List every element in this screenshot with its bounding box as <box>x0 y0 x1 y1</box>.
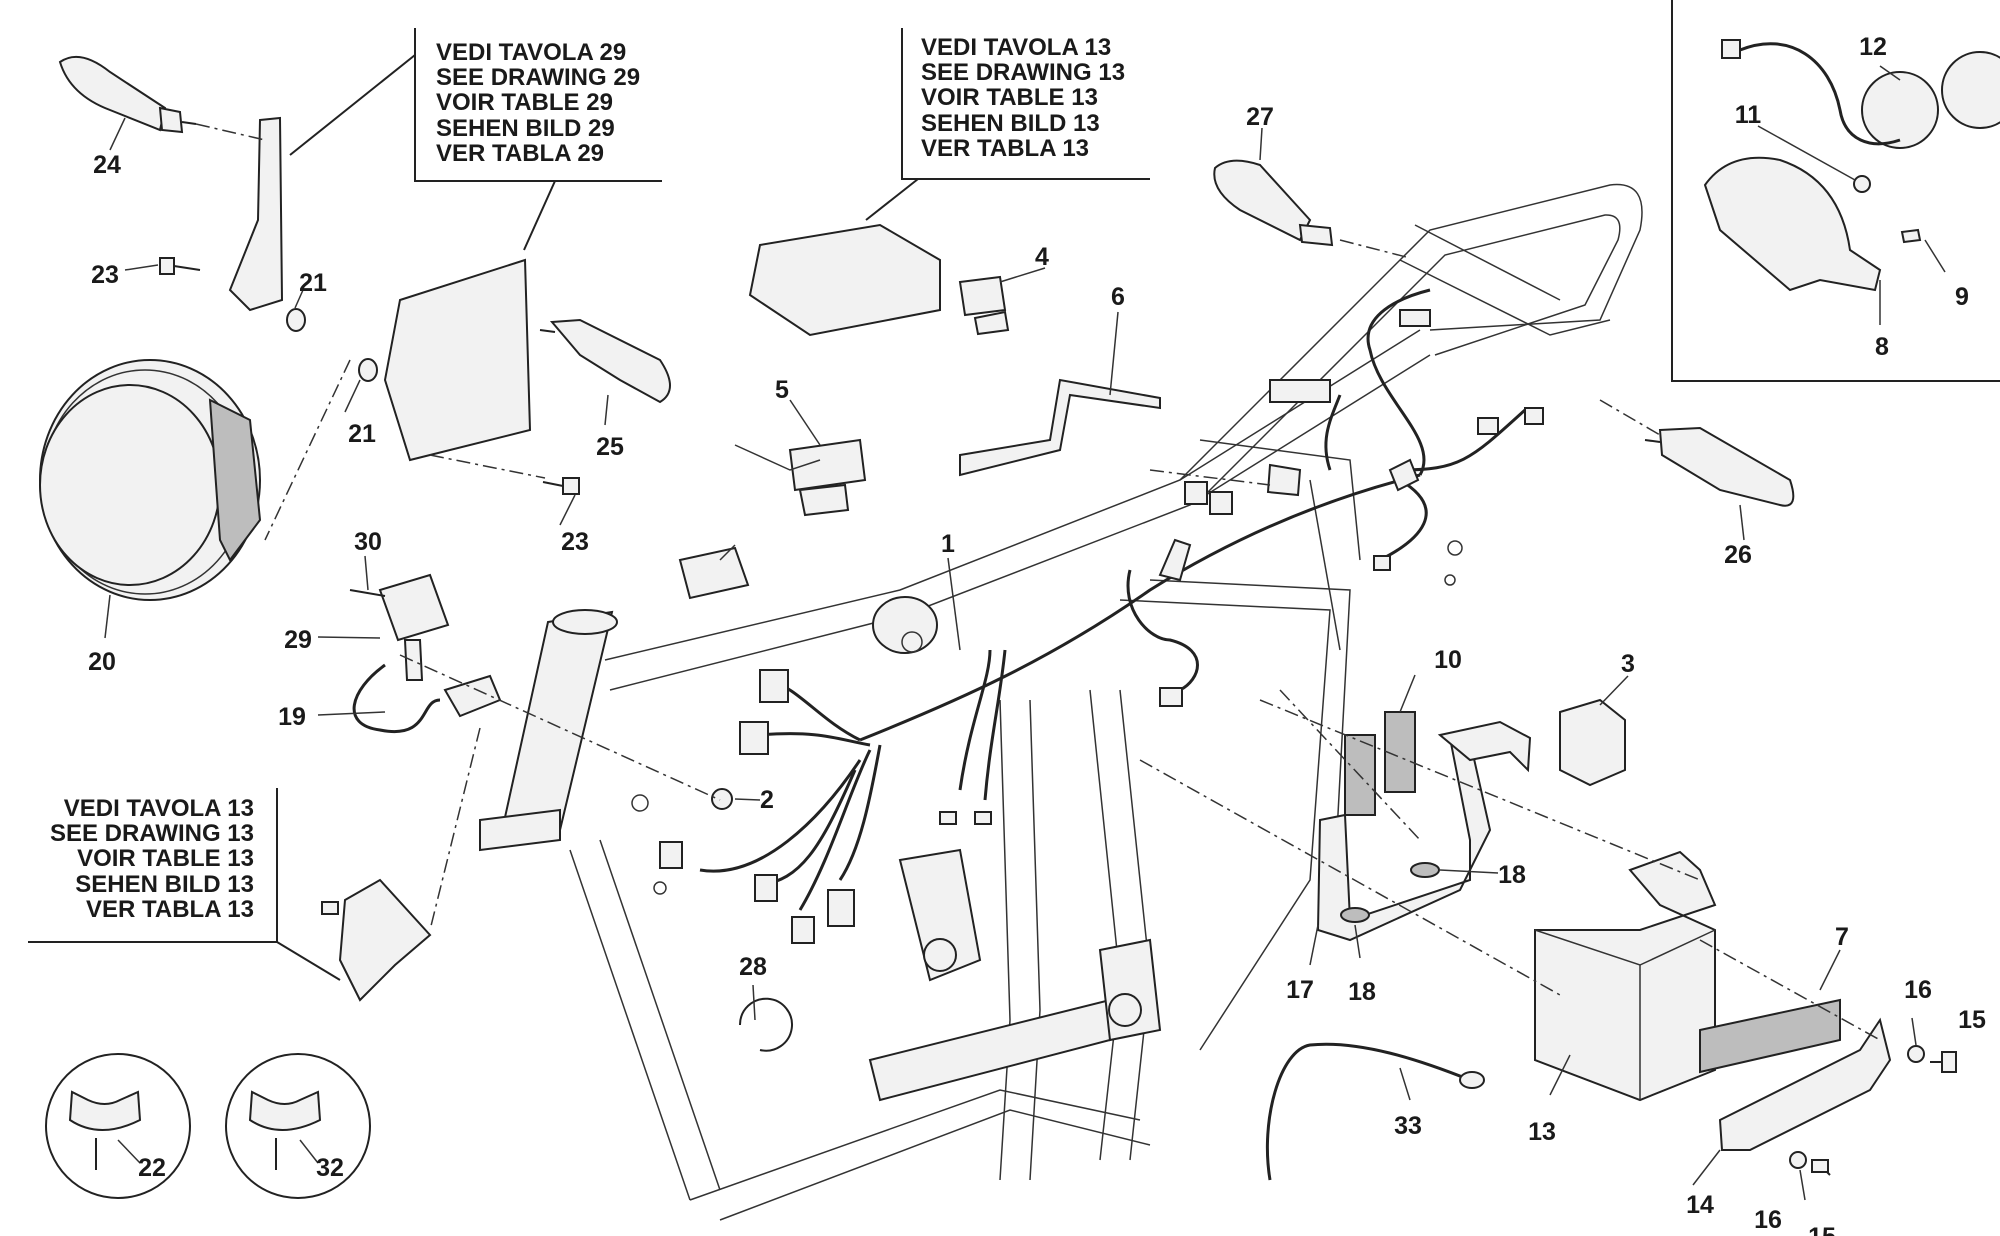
sensor-screw <box>321 901 339 915</box>
assembly-axis-lines <box>195 123 1881 1041</box>
callout-18a: 18 <box>1498 861 1526 889</box>
callout-9: 9 <box>1955 283 1969 311</box>
callout-15a: 15 <box>1958 1006 1986 1034</box>
callout-8: 8 <box>1875 333 1889 361</box>
note-13b-line-2: SEE DRAWING 13 <box>50 820 254 847</box>
relay-4 <box>958 275 1010 336</box>
battery-13 <box>1534 850 1717 1102</box>
ground-cable-33 <box>1265 1042 1471 1181</box>
inset-panel-frame <box>1671 0 2000 382</box>
turn-signal-25 <box>539 318 671 404</box>
rubber-pad-18a <box>1410 862 1440 878</box>
battery-bracket-14 <box>1718 1017 1892 1151</box>
clip-22-detail <box>45 1053 191 1199</box>
turn-signal-27 <box>1213 159 1334 247</box>
note-box-drawing-13-top: VEDI TAVOLA 13 SEE DRAWING 13 VOIR TABLE… <box>865 28 1150 221</box>
pad-10b <box>1384 711 1416 793</box>
callout-20: 20 <box>88 648 116 676</box>
note-13a-line-1: VEDI TAVOLA 13 <box>921 34 1111 61</box>
callout-5: 5 <box>775 376 789 404</box>
motorcycle-frame <box>479 183 1643 1221</box>
washer-21b <box>358 358 378 382</box>
callout-17: 17 <box>1286 976 1314 1004</box>
callout-32: 32 <box>316 1154 344 1182</box>
callout-2: 2 <box>760 786 774 814</box>
note-13b-line-3: VOIR TABLE 13 <box>77 845 254 872</box>
callout-13: 13 <box>1528 1118 1556 1146</box>
turn-signal-26 <box>1644 426 1795 507</box>
callout-4: 4 <box>1035 243 1049 271</box>
headlight-bracket-right <box>383 258 532 462</box>
tail-light-inset <box>1703 39 2000 292</box>
callout-16b: 16 <box>1754 1206 1782 1234</box>
callout-labels: 1 2 3 4 5 6 7 8 9 10 11 12 13 14 15 15 1… <box>88 33 1986 1236</box>
nut-2 <box>711 788 733 810</box>
callout-18b: 18 <box>1348 978 1376 1006</box>
callout-21b: 21 <box>348 420 376 448</box>
callout-1: 1 <box>941 530 955 558</box>
clip-32-detail <box>225 1053 371 1199</box>
callout-10: 10 <box>1434 646 1462 674</box>
ground-cable-terminal <box>1459 1071 1485 1089</box>
headlight-bracket-left <box>228 116 284 312</box>
note-box-drawing-13-left: VEDI TAVOLA 13 SEE DRAWING 13 VOIR TABLE… <box>28 788 341 981</box>
callout-14: 14 <box>1686 1191 1714 1219</box>
screw-15a <box>1930 1051 1957 1073</box>
washer-21a <box>286 308 306 332</box>
turn-signal-24 <box>58 55 197 134</box>
note-29-line-4: SEHEN BILD 29 <box>436 115 615 142</box>
callout-30: 30 <box>354 528 382 556</box>
ignition-coil-29 <box>349 573 502 734</box>
screw-15b <box>1811 1159 1831 1176</box>
bracket-6 <box>959 378 1161 477</box>
callout-19: 19 <box>278 703 306 731</box>
callout-15b: 15 <box>1808 1223 1836 1236</box>
callout-29: 29 <box>284 626 312 654</box>
callout-7: 7 <box>1835 923 1849 951</box>
pad-7 <box>1699 998 1841 1074</box>
regulator-3 <box>1559 698 1626 787</box>
note-13a-line-3: VOIR TABLE 13 <box>921 84 1098 111</box>
note-13b-line-5: VER TABLA 13 <box>86 896 254 923</box>
clip-28 <box>738 997 793 1052</box>
callout-22: 22 <box>138 1154 166 1182</box>
sensor-bracket <box>338 878 432 1002</box>
leader-lines <box>104 65 1946 1201</box>
battery-holder <box>1437 720 1532 773</box>
callout-12: 12 <box>1859 33 1887 61</box>
note-29-line-2: SEE DRAWING 29 <box>436 64 640 91</box>
callout-26: 26 <box>1724 541 1752 569</box>
note-29-line-3: VOIR TABLE 29 <box>436 89 613 116</box>
callout-27: 27 <box>1246 103 1274 131</box>
note-box-drawing-29: VEDI TAVOLA 29 SEE DRAWING 29 VOIR TABLE… <box>289 28 662 251</box>
screw-23a <box>159 257 201 275</box>
washer-16a <box>1907 1045 1925 1063</box>
ecu-unit <box>748 223 941 337</box>
note-13a-line-5: VER TABLA 13 <box>921 135 1089 162</box>
headlight-20 <box>39 359 262 601</box>
callout-16a: 16 <box>1904 976 1932 1004</box>
callout-11: 11 <box>1735 101 1762 129</box>
note-13a-line-4: SEHEN BILD 13 <box>921 110 1100 137</box>
callout-25: 25 <box>596 433 624 461</box>
callout-23a: 23 <box>91 261 119 289</box>
callout-24: 24 <box>93 151 121 179</box>
note-29-line-1: VEDI TAVOLA 29 <box>436 39 626 66</box>
callout-3: 3 <box>1621 650 1635 678</box>
relay-5 <box>678 438 867 600</box>
wiring-harness <box>659 288 1544 944</box>
note-13b-line-4: SEHEN BILD 13 <box>75 871 254 898</box>
callout-21a: 21 <box>299 269 327 297</box>
callout-23b: 23 <box>561 528 589 556</box>
note-13a-line-2: SEE DRAWING 13 <box>921 59 1125 86</box>
screw-23b <box>542 477 580 495</box>
callout-33: 33 <box>1394 1112 1422 1140</box>
note-29-line-5: VER TABLA 29 <box>436 140 604 167</box>
callout-28: 28 <box>739 953 767 981</box>
note-13b-line-1: VEDI TAVOLA 13 <box>64 795 254 822</box>
callout-6: 6 <box>1111 283 1125 311</box>
washer-16b <box>1789 1151 1807 1169</box>
rubber-pad-18b <box>1340 907 1370 923</box>
